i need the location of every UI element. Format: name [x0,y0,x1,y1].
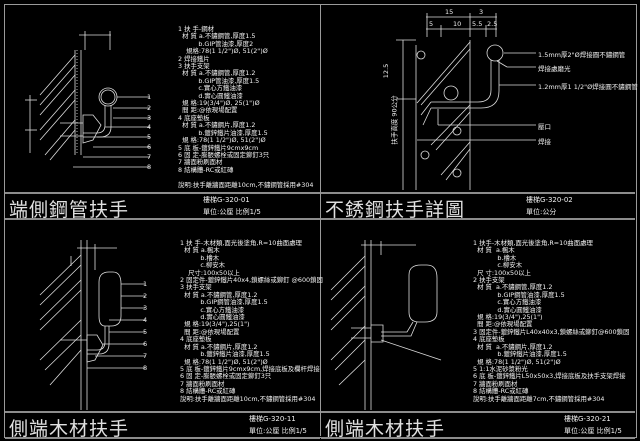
drawing-code: 樓梯G-320-02 [526,196,573,204]
drawing-code: 樓梯G-320-21 [564,415,611,423]
panel-divider-vertical [320,4,321,436]
callout-4: 4 [147,123,152,131]
spec-notes: 1 扶 手-鋼材 材 質 a.不鏽鋼管,厚度1.5 b.GIP管油漆,厚度2 規… [178,25,314,189]
title-block-1: 端側鋼管扶手 樓梯G-320-01 單位:公厘 比例1/5 [5,192,320,221]
callout-1: 1 [147,93,152,101]
callout-7: 7 [147,153,152,161]
drawing-title: 側端木材扶手 [9,418,130,440]
label-crimp: 壓口 [538,123,551,131]
drawing-unit-scale: 單位:公厘 比例1/5 [564,427,622,435]
drawing-unit-scale: 單位:公厘 比例1/5 [203,208,261,216]
callout-3: 3 [143,304,148,312]
callout-2: 2 [143,292,148,300]
dim-10: 10 [453,20,462,28]
panel-side-timber-handrail-11: 1 2 3 4 5 6 7 8 1 扶 手-木材類,面光後塗角,R=10曲面處理… [5,220,323,410]
callout-5: 5 [147,133,152,141]
spec-notes: 1 扶 手-木材類,面光後塗角,R=10曲面處理 材 質 a.楓木 b.檜木 c… [180,239,323,403]
dim-5: 5 [429,20,434,28]
dim-15: 15 [445,8,454,16]
timber-handrail-bracket-drawing [330,240,442,410]
handrail-section-drawing [25,31,150,168]
callout-7: 7 [143,352,148,360]
callout-4: 4 [143,316,148,324]
panel-end-steel-pipe-handrail: 1 2 3 4 5 6 7 8 1 扶 手-鋼材 材 質 a.不鏽鋼管,厚度1.… [5,5,319,219]
timber-handrail-section-drawing [39,240,145,410]
callout-3: 3 [147,114,152,122]
drawing-code: 樓梯G-320-01 [203,196,250,204]
stainless-handrail-drawing [396,13,536,190]
dim-height: 扶手高度 90公分 [390,95,399,145]
dim-3: 3 [479,8,484,16]
callout-2: 2 [147,104,152,112]
callout-6: 6 [147,143,152,151]
spec-notes: 1 扶手-木材類,面光後塗角,R=10曲面處理 材 質 a.楓木 b.檜木 c.… [473,239,630,403]
callout-8: 8 [147,163,152,171]
dim-2-5: 2.5 [487,20,498,28]
callout-6: 6 [143,340,148,348]
drawing-title: 不銹鋼扶手詳圖 [325,199,466,221]
title-block-4: 側端木材扶手 樓梯G-320-21 單位:公厘 比例1/5 [321,411,635,440]
callout-1: 1 [143,280,148,288]
drawing-title: 側端木材扶手 [325,418,446,440]
drawing-code: 樓梯G-320-11 [249,415,296,423]
label-top-pipe: 1.5mm厚2"Ø焊接圓不鏽鋼管 [538,51,626,59]
title-block-3: 側端木材扶手 樓梯G-320-11 單位:公厘 比例1/5 [5,411,320,440]
label-support-pipe: 1.2mm厚1 1/2"Ø焊接圓不鏽鋼管 [538,83,638,91]
label-weld-polish: 焊接處磨光 [538,65,571,73]
dim-5-5: 5.5 [472,20,483,28]
label-weld: 焊接 [538,138,551,146]
drawing-unit-scale: 單位:公厘 比例1/5 [249,427,307,435]
panel-side-timber-handrail-21: 1 扶手-木材類,面光後塗角,R=10曲面處理 材 質 a.楓木 b.檜木 c.… [321,220,635,410]
title-block-2: 不銹鋼扶手詳圖 樓梯G-320-02 單位:公分 [321,192,635,221]
callout-8: 8 [143,364,148,372]
callout-5: 5 [143,328,148,336]
drawing-unit: 單位:公分 [526,208,557,216]
panel-stainless-handrail-detail: 15 3 5 10 5.5 2.5 12.5 扶手高度 90公分 1.5mm厚2… [321,5,638,193]
drawing-title: 端側鋼管扶手 [9,199,130,221]
dim-12-5: 12.5 [382,63,391,79]
